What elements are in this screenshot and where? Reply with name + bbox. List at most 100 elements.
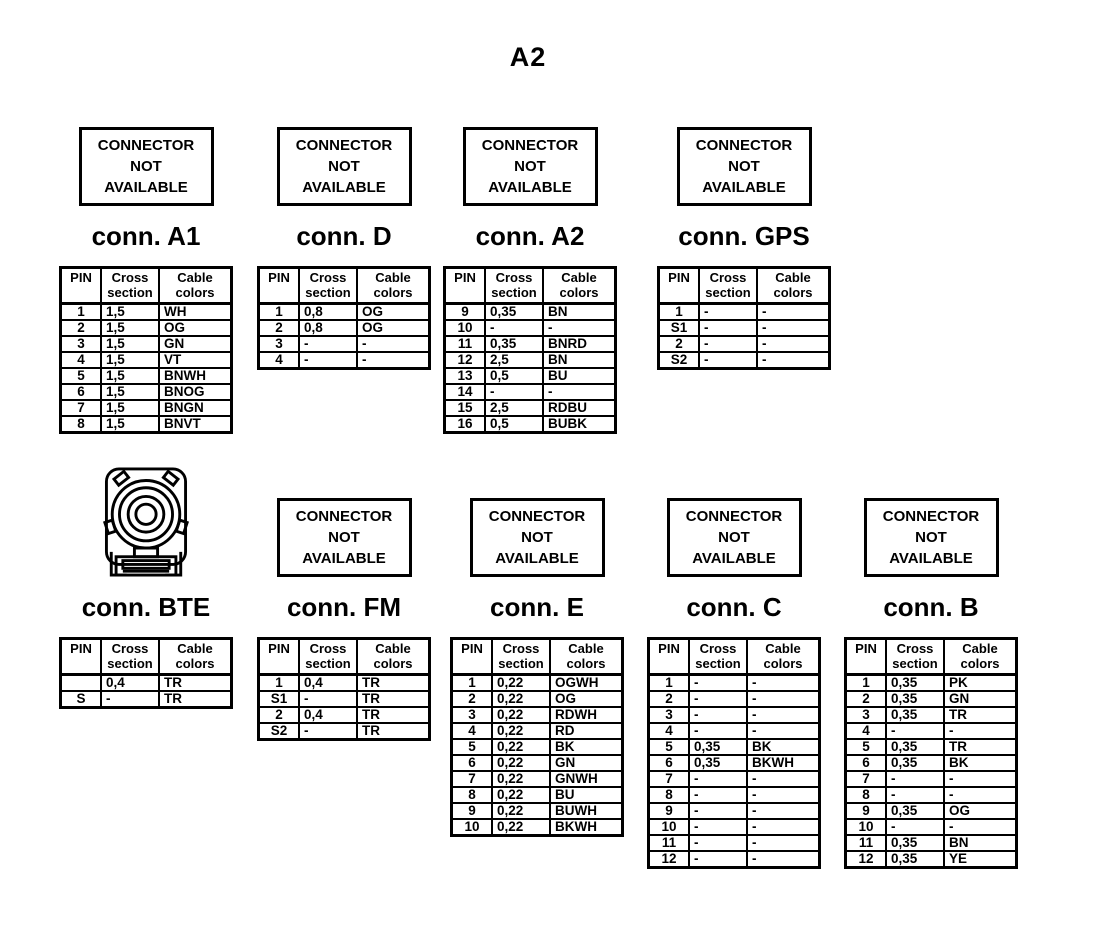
cable-colors-header: Cable colors	[542, 266, 617, 305]
cross-section-cell: 0,22	[491, 802, 551, 820]
pin-cell: 3	[647, 706, 690, 724]
cable-colors-header: Cable colors	[943, 637, 1018, 676]
pin-row: 11 - -	[647, 834, 821, 852]
pin-row: 11 0,35 BN	[844, 834, 1018, 852]
cross-section-cell: -	[885, 786, 945, 804]
pin-row: 2 0,22 OG	[450, 690, 624, 708]
pin-table: PIN Cross section Cable colors 1 -	[657, 266, 831, 370]
pin-header: PIN	[443, 266, 486, 305]
cross-header-line1: Cross	[699, 641, 737, 656]
connector-group: CONNECTOR NOT AVAILABLE conn. E PIN Cros…	[449, 465, 625, 837]
pin-row: 11 0,35 BNRD	[443, 335, 617, 353]
cable-colors-cell: -	[356, 335, 431, 353]
cable-header-line2: colors	[373, 285, 413, 300]
connector-not-available-box: CONNECTOR NOT AVAILABLE	[276, 498, 412, 577]
pin-cell: 1	[257, 673, 300, 692]
pin-cell: 5	[450, 738, 493, 756]
pin-cell: 2	[59, 319, 102, 337]
cable-header-line1: Cable	[568, 641, 604, 656]
pin-cell: S	[59, 690, 102, 709]
pin-row: 10 0,22 BKWH	[450, 818, 624, 837]
cross-section-cell: 0,35	[885, 834, 945, 852]
cross-section-header: Cross section	[298, 266, 358, 305]
cross-section-cell: 0,35	[885, 738, 945, 756]
pin-header-label: PIN	[454, 270, 476, 285]
cable-colors-cell: -	[542, 383, 617, 401]
pin-row: 9 - -	[647, 802, 821, 820]
cable-colors-cell: OG	[549, 690, 624, 708]
cable-colors-cell: -	[756, 302, 831, 321]
cross-header-line1: Cross	[495, 270, 533, 285]
connector-not-available-box: CONNECTOR NOT AVAILABLE	[469, 498, 605, 577]
pin-table-header-row: PIN Cross section Cable colors	[647, 637, 821, 676]
connector-title-band: conn. BTE	[82, 577, 211, 637]
pin-cell: 2	[257, 706, 300, 724]
pin-row: 3 0,22 RDWH	[450, 706, 624, 724]
cable-colors-cell: -	[943, 770, 1018, 788]
cross-section-cell: 0,35	[885, 690, 945, 708]
pin-table-header-row: PIN Cross section Cable colors	[443, 266, 617, 305]
cross-section-cell: -	[698, 319, 758, 337]
cross-section-cell: -	[298, 722, 358, 741]
cable-header-line1: Cable	[375, 641, 411, 656]
pin-row: 8 1,5 BNVT	[59, 415, 233, 434]
cable-header-line1: Cable	[775, 270, 811, 285]
cross-header-line1: Cross	[896, 641, 934, 656]
cable-colors-cell: BNOG	[158, 383, 233, 401]
pin-cell: 9	[450, 802, 493, 820]
cross-section-cell: 1,5	[100, 367, 160, 385]
pin-row: 12 2,5 BN	[443, 351, 617, 369]
cross-section-cell: 1,5	[100, 415, 160, 434]
pin-cell: 10	[647, 818, 690, 836]
not-available-line: NOT	[328, 529, 360, 546]
connector-group: CONNECTOR NOT AVAILABLE conn. C PIN Cros…	[646, 465, 822, 869]
cable-colors-cell: BNVT	[158, 415, 233, 434]
connector-title-band: conn. GPS	[678, 206, 809, 266]
cable-colors-cell: -	[943, 818, 1018, 836]
cable-colors-cell: TR	[943, 738, 1018, 756]
pin-cell: 10	[844, 818, 887, 836]
cross-header-line2: section	[705, 285, 751, 300]
cable-colors-cell: TR	[356, 706, 431, 724]
cable-colors-cell: BNWH	[158, 367, 233, 385]
cross-section-cell: -	[688, 818, 748, 836]
pin-row: S1 - -	[657, 319, 831, 337]
cross-section-cell: 1,5	[100, 351, 160, 369]
pin-table: PIN Cross section Cable colors 1 -	[647, 637, 821, 869]
connector-title: conn. E	[490, 591, 584, 622]
not-available-line: NOT	[718, 529, 750, 546]
pin-row: S2 - -	[657, 351, 831, 370]
pin-row: 1 1,5 WH	[59, 302, 233, 321]
cross-section-cell: 1,5	[100, 302, 160, 321]
pin-row: 8 - -	[647, 786, 821, 804]
cable-colors-cell: -	[943, 722, 1018, 740]
cross-section-cell: 1,5	[100, 383, 160, 401]
not-available-line: NOT	[130, 158, 162, 175]
pin-row: 8 - -	[844, 786, 1018, 804]
cross-section-cell: 0,22	[491, 770, 551, 788]
pin-row: 5 0,35 BK	[647, 738, 821, 756]
pin-row: 10 - -	[647, 818, 821, 836]
pin-cell: 4	[647, 722, 690, 740]
pin-table-header-row: PIN Cross section Cable colors	[59, 266, 233, 305]
pin-row: 5 0,35 TR	[844, 738, 1018, 756]
cable-header-line1: Cable	[765, 641, 801, 656]
cable-colors-header: Cable colors	[356, 266, 431, 305]
cable-colors-header: Cable colors	[549, 637, 624, 676]
cable-colors-cell: PK	[943, 673, 1018, 692]
not-available-line: AVAILABLE	[692, 550, 776, 567]
connector-figure: CONNECTOR NOT AVAILABLE	[276, 127, 412, 206]
cross-section-cell: 0,35	[885, 802, 945, 820]
cross-section-cell: 0,5	[484, 415, 544, 434]
connector-title: conn. FM	[286, 591, 402, 622]
pin-row: 0,4 TR	[59, 673, 233, 692]
pin-header-label: PIN	[268, 270, 290, 285]
pin-row: 6 1,5 BNOG	[59, 383, 233, 401]
pin-row: 4 - -	[647, 722, 821, 740]
pin-cell: 11	[647, 834, 690, 852]
cross-section-cell: -	[688, 673, 748, 692]
pin-row: 9 0,35 OG	[844, 802, 1018, 820]
cross-section-cell: -	[688, 770, 748, 788]
cross-section-header: Cross section	[491, 637, 551, 676]
